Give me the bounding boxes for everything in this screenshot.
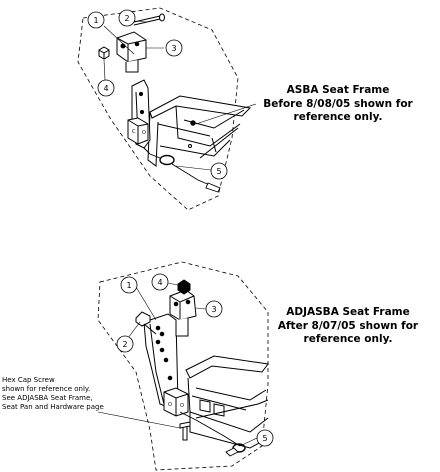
bottom-callouts [116,273,274,447]
hex-cap-screw-note: Hex Cap Screw shown for reference only. … [2,376,122,412]
bottom-callout-5 [256,429,274,447]
top-callout-3-num: 3 [171,44,176,53]
top-callout-4-num: 4 [103,84,108,93]
top-caption-line2: reference only. [293,111,383,123]
svg-text:O: O [168,402,172,408]
top-caption-line1: Before 8/08/05 shown for [263,97,413,110]
top-caption-title: ASBA Seat Frame [286,84,390,96]
top-nut [98,46,110,60]
bottom-seat-frame [185,355,269,449]
note-line-2: shown for reference only. [2,385,91,393]
bottom-diagram: O O [97,261,274,471]
note-line-3: See ADJASBA Seat Frame, [2,394,93,402]
bottom-mount-block [169,289,197,337]
top-callout-1-num: 1 [93,16,98,25]
top-callouts [87,9,228,180]
svg-text:O: O [142,130,146,136]
bottom-callout-1 [120,276,138,294]
top-callout-4 [97,79,115,97]
top-caption: ASBA Seat Frame Before 8/08/05 shown for… [248,84,428,125]
bottom-nut [177,279,191,295]
bottom-hex-cap-screw [179,421,191,441]
bottom-caption: ADJASBA Seat Frame After 8/07/05 shown f… [262,306,434,347]
top-callout-5 [210,162,228,180]
top-seat-frame [147,95,252,167]
svg-text:O: O [180,403,184,409]
bottom-leader-lines [97,282,260,447]
svg-text:C: C [132,129,136,135]
top-callout-2 [118,9,136,27]
bottom-callout-5-num: 5 [262,434,267,443]
bottom-caption-title: ADJASBA Seat Frame [286,306,410,318]
bottom-caption-line2: reference only. [303,333,393,345]
top-mount-block [116,31,147,73]
bottom-callout-1-num: 1 [126,281,131,290]
bottom-dashed-boundary [97,261,269,471]
top-release-cable [143,147,221,193]
top-seat-bracket: C O [127,79,151,149]
top-callout-2-num: 2 [124,14,129,23]
note-line-1: Hex Cap Screw [2,376,55,384]
bottom-callout-2-num: 2 [122,340,127,349]
bottom-callout-3-num: 3 [211,305,216,314]
top-leader-lines [103,20,257,171]
bottom-callout-3 [205,300,223,318]
note-line-4: Seat Pan and Hardware page [2,403,104,411]
top-bolt [133,13,165,26]
top-callout-5-num: 5 [216,167,221,176]
top-callout-1 [87,11,105,29]
bottom-caption-line1: After 8/07/05 shown for [277,319,419,332]
bottom-callout-4 [151,273,169,291]
top-dashed-boundary [77,7,239,211]
bottom-seat-plate: O O [143,313,189,417]
bottom-callout-4-num: 4 [157,278,162,287]
bottom-callout-2 [116,335,134,353]
top-callout-3 [165,39,183,57]
top-diagram: C O [77,7,257,211]
bottom-release-cable [179,411,246,457]
